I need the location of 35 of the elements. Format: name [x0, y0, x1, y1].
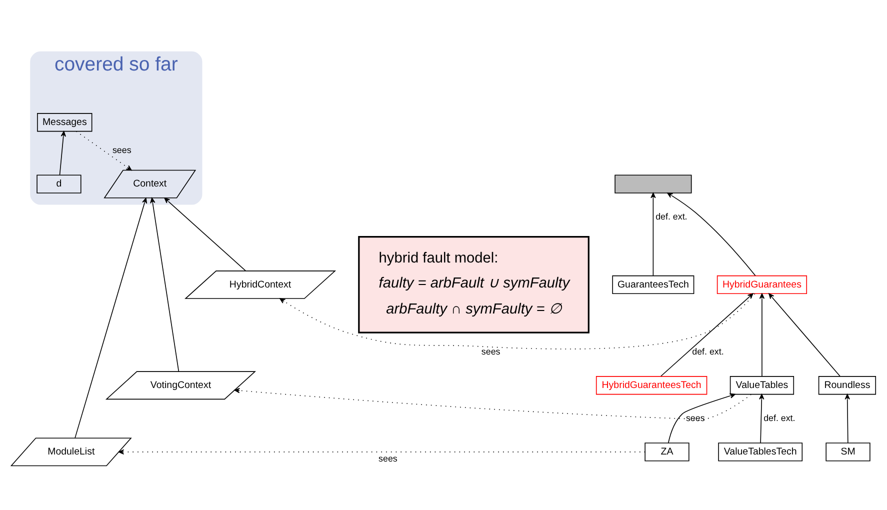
edge-label: sees: [481, 346, 500, 356]
arrow: [234, 387, 752, 420]
node-box: GuaranteesTech: [612, 274, 694, 294]
node-box: [614, 174, 692, 193]
node-box: ValueTablesTech: [718, 442, 803, 461]
arrow: [844, 393, 850, 443]
node-box: Messages: [37, 112, 92, 132]
arrow: [668, 392, 736, 443]
node-box: hybrid fault model: faulty = arbFault ∪ symFaulty arbFaulty ∩ symFaulty = ∅: [358, 236, 590, 333]
edge-label: sees: [378, 453, 398, 464]
arrow: [759, 292, 765, 376]
arrow: [59, 130, 66, 175]
arrow: [759, 393, 764, 443]
node-box: ZA: [644, 442, 690, 461]
arrow: [650, 192, 656, 276]
node-box: SM: [826, 442, 870, 461]
arrow: [76, 130, 132, 170]
edge-label: sees: [112, 144, 132, 155]
arrow: [118, 448, 646, 454]
node-box: d: [36, 174, 82, 193]
edge-label: def. ext.: [656, 211, 688, 222]
edge-label: def. ext.: [764, 412, 796, 422]
arrow: [74, 197, 148, 438]
node-box: ValueTables: [730, 376, 794, 394]
arrow: [150, 197, 180, 372]
arrow: [164, 197, 246, 271]
edge-label: sees: [686, 412, 705, 422]
arrow: [660, 292, 754, 376]
node-box: Roundless: [818, 376, 876, 394]
arrow: [667, 192, 756, 276]
node-box: HybridGuaranteesTech: [596, 376, 708, 394]
edge-label: def. ext.: [692, 346, 724, 356]
arrow: [768, 292, 840, 376]
arrow: [280, 292, 756, 349]
node-box: HybridGuarantees: [716, 274, 808, 294]
